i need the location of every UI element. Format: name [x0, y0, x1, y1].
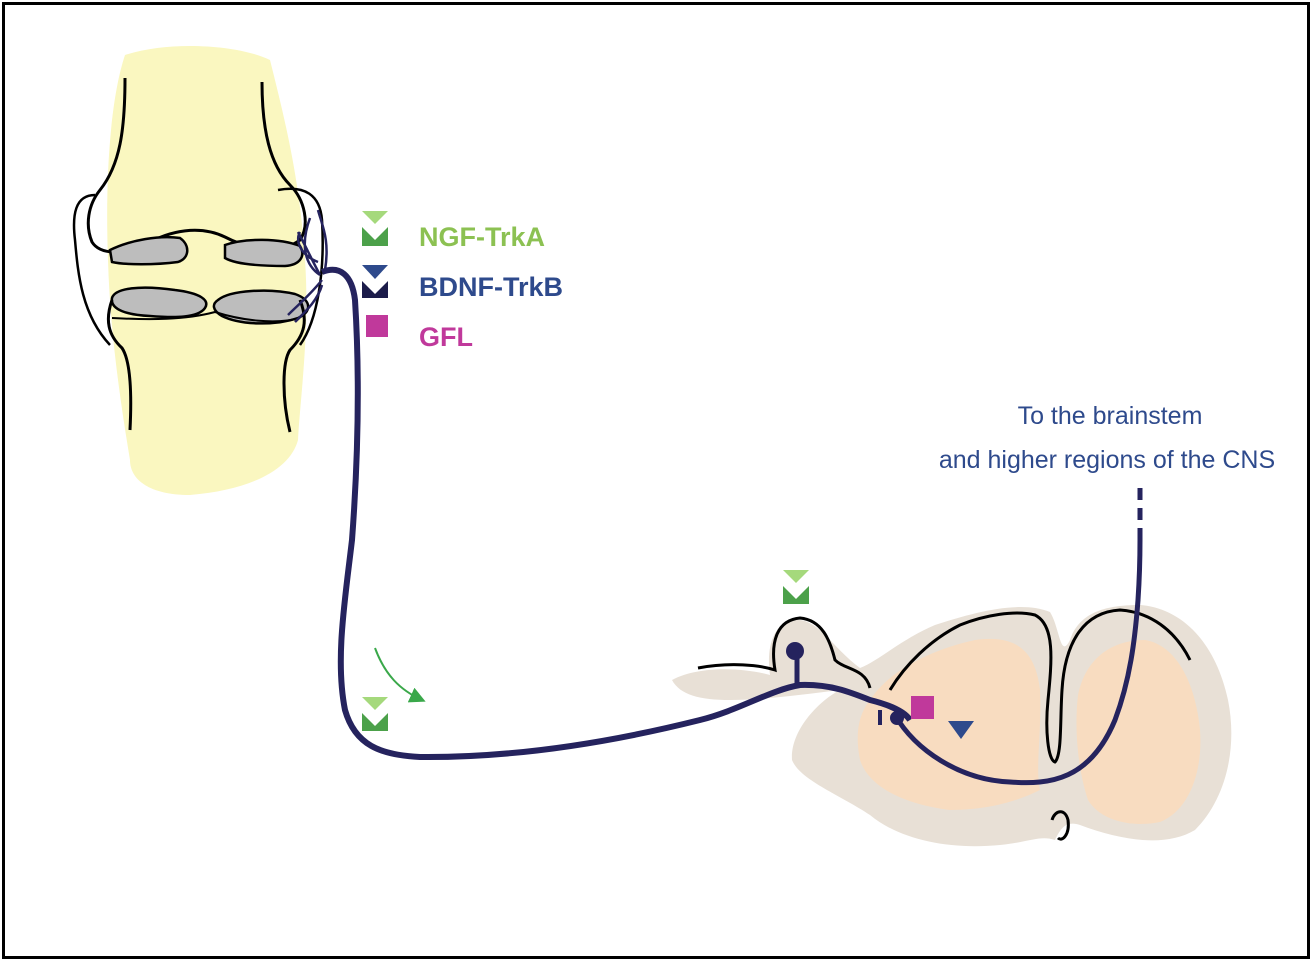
bdnf-trkb-icon	[362, 265, 388, 298]
ngf-trka-icon	[362, 211, 388, 246]
joint-capsule	[74, 195, 110, 345]
caption-line-1: To the brainstem	[1000, 402, 1220, 431]
legend-label-bdnf-trkb: BDNF-TrkB	[419, 272, 563, 303]
legend-label-gfl: GFL	[419, 322, 473, 353]
knee-joint	[74, 46, 323, 495]
cartilage-upper-right	[225, 240, 302, 266]
peripheral-axon	[322, 270, 910, 757]
drg-cell-body	[786, 642, 804, 660]
ngf-marker-drg	[783, 570, 809, 604]
gfl-square-icon	[366, 315, 388, 337]
dorsal-horn-neuron	[890, 711, 904, 725]
ngf-marker-axon	[362, 697, 388, 731]
legend-label-ngf-trka: NGF-TrkA	[419, 222, 545, 253]
bone-background	[107, 46, 306, 495]
retrograde-transport-arrow	[375, 648, 422, 700]
gfl-marker-spinal	[911, 696, 934, 719]
cartilage-lower-left	[112, 288, 206, 317]
caption-line-2: and higher regions of the CNS	[912, 446, 1302, 475]
